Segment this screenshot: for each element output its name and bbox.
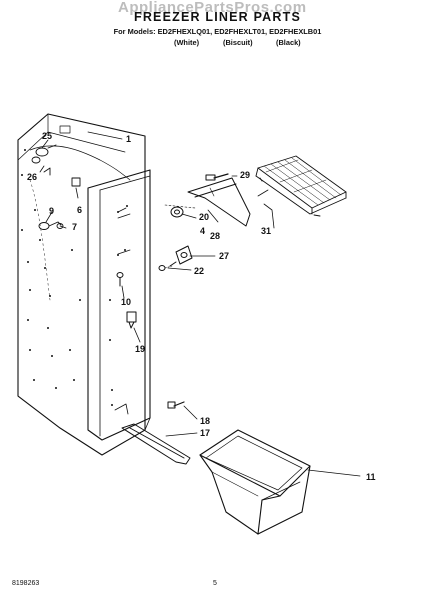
callout-20: 20	[199, 212, 210, 222]
variant-black: (Black)	[276, 38, 301, 47]
callout-19: 19	[135, 344, 146, 354]
variant-white: (White)	[174, 38, 200, 47]
variant-biscuit: (Biscuit)	[223, 38, 253, 47]
callout-25: 25	[42, 131, 53, 141]
callout-6: 6	[77, 205, 83, 215]
callout-1: 1	[126, 134, 132, 144]
leader-lines	[39, 131, 361, 477]
shelf-bracket-lower	[114, 401, 191, 465]
callout-18: 18	[200, 416, 211, 426]
callout-10: 10	[121, 297, 132, 307]
callout-26: 26	[27, 172, 38, 182]
shell-small-parts	[31, 144, 81, 230]
models-line: For Models: ED2FHEXLQ01, ED2FHEXLT01, ED…	[113, 27, 322, 36]
page-title: FREEZER LINER PARTS	[133, 10, 302, 24]
ice-bin	[199, 429, 311, 535]
wire-shelf	[255, 155, 347, 217]
callout-29: 29	[240, 170, 251, 180]
liner-insert-marks	[117, 207, 131, 255]
callout-17: 17	[200, 428, 211, 438]
callout-11: 11	[366, 472, 376, 482]
callout-28: 28	[210, 231, 221, 241]
callout-7: 7	[72, 222, 78, 232]
fastener-27	[158, 245, 193, 271]
watermark: AppliancePartsPros.com	[118, 0, 307, 16]
callout-4: 4	[200, 226, 206, 236]
freezer-liner-shell	[17, 113, 151, 456]
screw-10	[116, 272, 124, 287]
callout-31: 31	[261, 226, 272, 236]
callout-22: 22	[194, 266, 205, 276]
part-number: 8198263	[12, 580, 40, 587]
shelf-bracket-upper	[164, 173, 251, 227]
clip-19	[126, 311, 137, 329]
callout-9: 9	[49, 206, 55, 216]
callout-27: 27	[219, 251, 230, 261]
page-number: 5	[213, 580, 217, 587]
